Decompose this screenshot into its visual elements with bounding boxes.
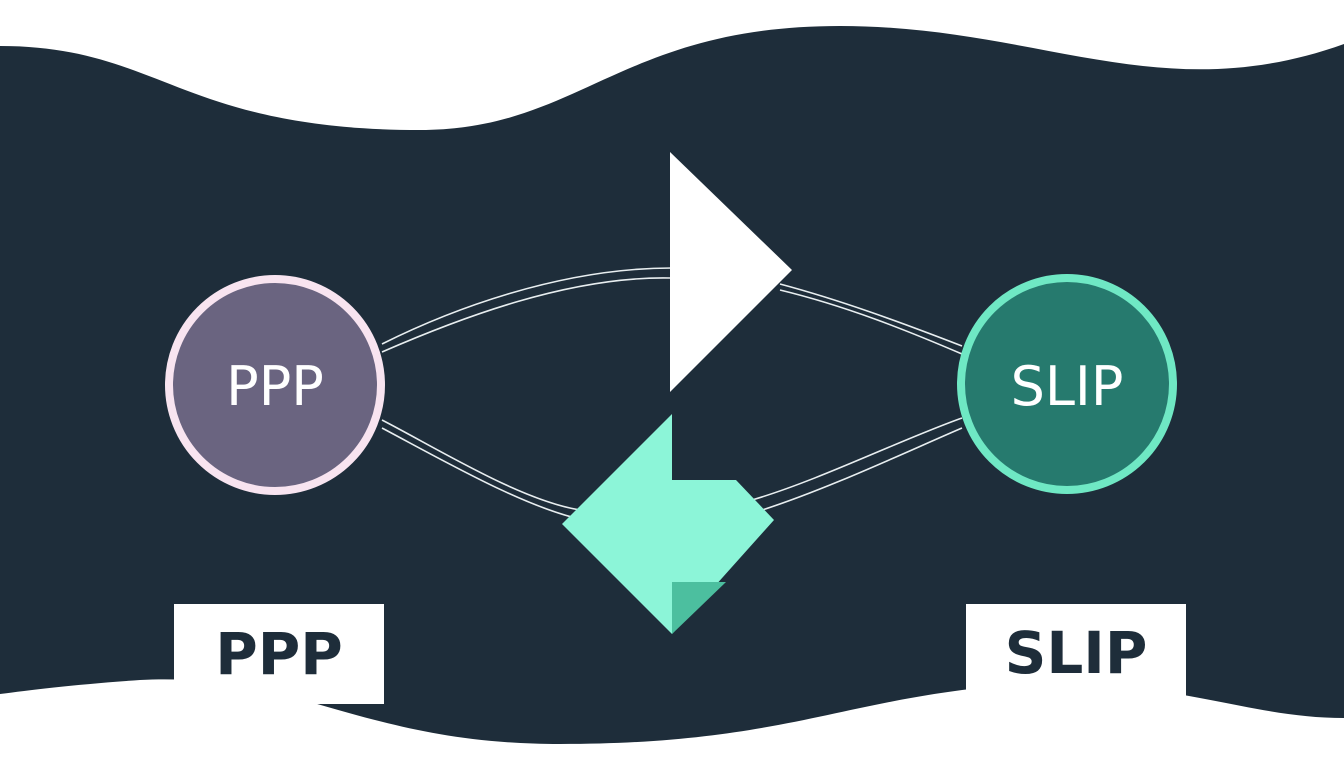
connector-top-left [381,267,673,345]
connector-bottom-right [751,417,963,501]
node-ppp-circle [165,275,385,495]
connector-top-right-2 [779,289,963,355]
connector-lines [381,267,963,521]
connector-bottom-left-2 [381,427,585,521]
node-ppp: PPP [165,275,385,495]
caption-ppp: PPP [174,604,384,704]
node-slip-label: SLIP [1011,355,1124,418]
connector-bottom-left [381,419,581,511]
node-slip-circle [957,274,1177,494]
connector-bottom-right-2 [755,427,963,513]
node-ppp-label: PPP [226,355,324,418]
back-arrow-left-half [562,414,672,634]
node-slip: SLIP [957,274,1177,494]
connector-top-right [779,283,963,347]
back-arrow-shadow [672,582,726,634]
connector-top-left-2 [381,277,671,353]
caption-slip: SLIP [966,604,1186,702]
back-arrow-icon [562,414,774,634]
play-triangle-icon [670,152,792,392]
